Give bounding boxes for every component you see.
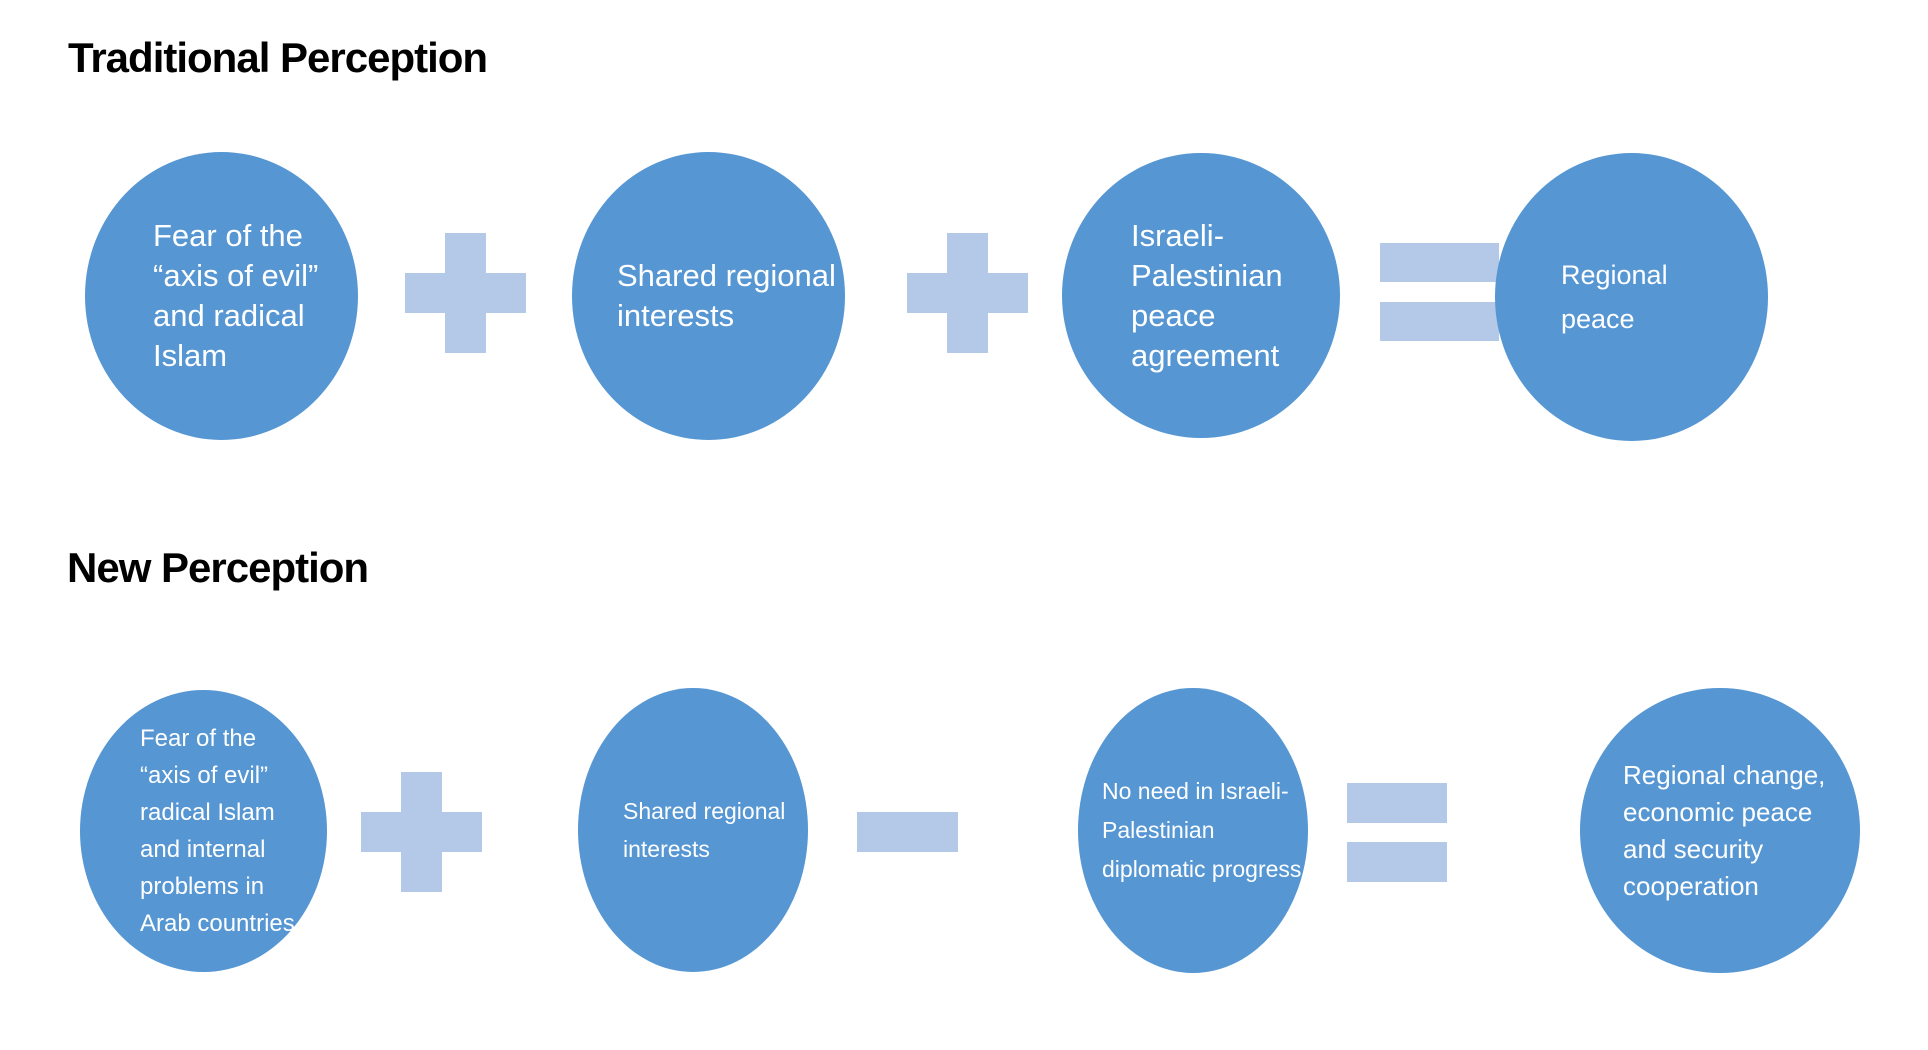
circle-text: Israeli- Palestinian peace agreement [1131,217,1283,373]
heading-traditional-perception: Traditional Perception [68,34,488,81]
heading-new-perception: New Perception [67,544,369,591]
plus-vertical-bar [401,772,442,892]
equals-bottom-bar [1380,302,1499,341]
circle-shared-regional-interests-new: Shared regional interests [578,688,808,972]
equals-icon [1380,243,1499,341]
circle-regional-change-economic-peace: Regional change, economic peace and secu… [1580,688,1860,973]
circle-text: Shared regional interests [617,258,836,333]
equals-top-bar [1347,783,1447,823]
minus-icon [857,812,958,852]
circle-text: Fear of the “axis of evil” and radical I… [153,218,319,373]
circle-text: No need in Israeli- Palestinian diplomat… [1102,778,1302,882]
equals-top-bar [1380,243,1499,282]
circle-text: Regional change, economic peace and secu… [1623,759,1826,901]
circle-text: Fear of the “axis of evil” radical Islam… [140,725,295,937]
circle-fear-axis-of-evil-internal-problems: Fear of the “axis of evil” radical Islam… [80,690,327,972]
equals-icon [1347,783,1447,882]
plus-icon [405,233,526,353]
circle-text: Shared regional interests [623,798,786,862]
circle-no-need-diplomatic-progress: No need in Israeli- Palestinian diplomat… [1078,688,1308,973]
plus-vertical-bar [947,233,988,353]
plus-vertical-bar [445,233,486,353]
equals-bottom-bar [1347,842,1447,882]
plus-icon [907,233,1028,353]
circle-israeli-palestinian-peace-agreement: Israeli- Palestinian peace agreement [1062,153,1340,438]
circle-text: Regional peace [1561,260,1668,334]
circle-shared-regional-interests: Shared regional interests [572,152,845,440]
circle-fear-axis-of-evil: Fear of the “axis of evil” and radical I… [85,152,358,440]
circle-regional-peace: Regional peace [1495,153,1768,441]
plus-icon [361,772,482,892]
